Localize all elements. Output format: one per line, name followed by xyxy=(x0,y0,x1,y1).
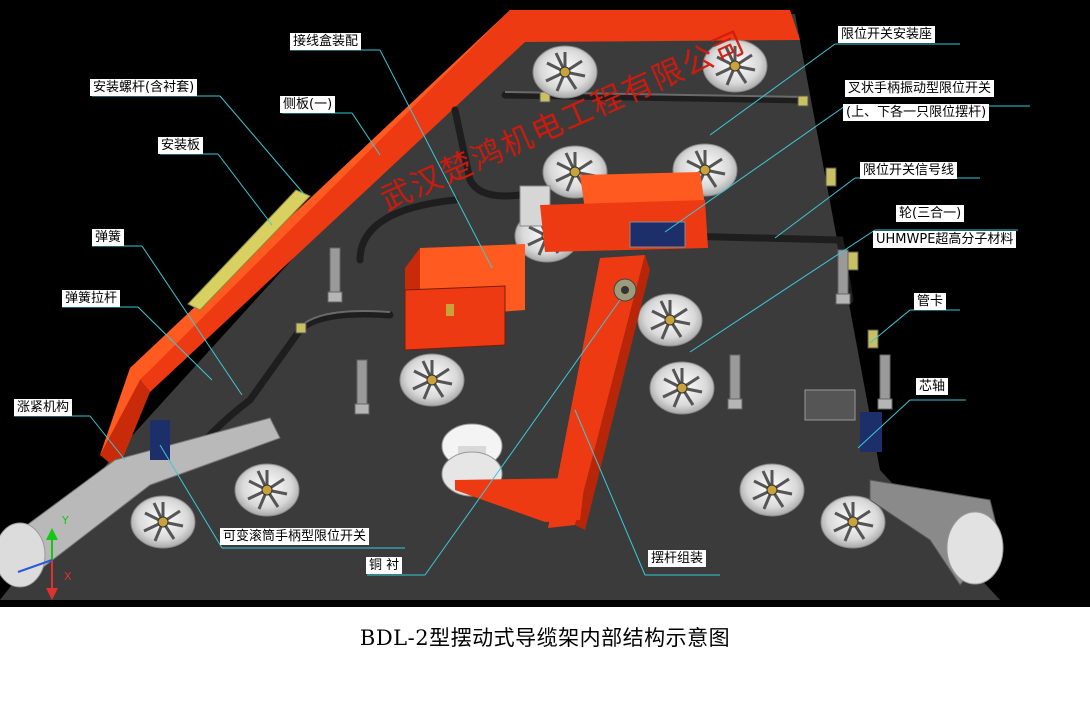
label-limit-switch-seat: 限位开关安装座 xyxy=(838,26,936,43)
diagram-canvas: 武汉楚鸿机电工程有限公司 Y X 接线盒装配 安装螺杆(含衬套) 侧板(一) 安… xyxy=(0,0,1090,607)
label-core-shaft: 芯轴 xyxy=(916,378,949,395)
label-spring: 弹簧 xyxy=(92,229,125,246)
cad-rendering xyxy=(0,10,1030,600)
figure-caption: BDL-2型摆动式导缆架内部结构示意图 xyxy=(359,626,731,650)
label-mount-plate: 安装板 xyxy=(158,137,204,154)
label-fork-switch-note: (上、下各一只限位摆杆) xyxy=(843,104,990,121)
label-junction-box: 接线盒装配 xyxy=(290,33,362,50)
label-spring-rod: 弹簧拉杆 xyxy=(62,290,121,307)
label-wheel: 轮(三合一) xyxy=(896,205,965,222)
label-mount-bolt: 安装螺杆(含衬套) xyxy=(90,79,198,96)
x-axis-label: X xyxy=(64,570,72,583)
label-side-plate: 侧板(一) xyxy=(280,96,336,113)
label-fork-switch: 叉状手柄振动型限位开关 xyxy=(845,80,995,97)
label-wheel-material: UHMWPE超高分子材料 xyxy=(873,231,1017,248)
label-roller-limit-switch: 可变滚筒手柄型限位开关 xyxy=(220,528,370,545)
label-tension-mechanism: 涨紧机构 xyxy=(14,399,73,416)
label-copper-bush: 铜 衬 xyxy=(366,557,403,574)
label-signal-wire: 限位开关信号线 xyxy=(860,162,958,179)
label-swing-arm: 摆杆组装 xyxy=(648,550,707,567)
label-pipe-clamp: 管卡 xyxy=(914,293,947,310)
y-axis-label: Y xyxy=(62,514,69,527)
